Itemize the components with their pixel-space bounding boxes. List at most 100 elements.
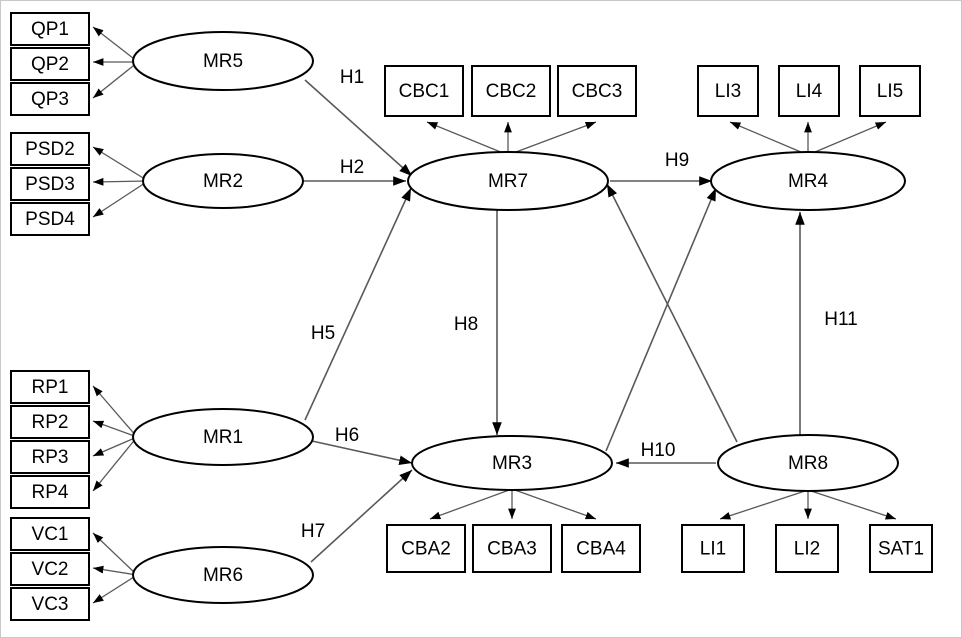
- latent-variable-mr3[interactable]: MR3: [411, 435, 613, 491]
- edge-h1-mr5-mr7: [304, 79, 413, 177]
- observed-variable-psd3[interactable]: PSD3: [10, 167, 90, 201]
- observed-variable-vc2[interactable]: VC2: [10, 552, 90, 586]
- observed-box-rp3[interactable]: [10, 440, 90, 474]
- latent-ellipse-mr6[interactable]: [132, 546, 314, 604]
- observed-variable-psd4[interactable]: PSD4: [10, 202, 90, 236]
- latent-variable-mr6[interactable]: MR6: [132, 546, 314, 604]
- edge-mr1-rp4: [92, 436, 138, 492]
- latent-label-mr1: MR1: [203, 427, 243, 448]
- path-label-h9: H9: [665, 150, 689, 171]
- observed-box-cbc3[interactable]: [557, 65, 637, 117]
- observed-box-li5[interactable]: [859, 65, 921, 117]
- latent-ellipse-mr5[interactable]: [132, 31, 314, 91]
- observed-box-rp2[interactable]: [10, 405, 90, 439]
- latent-variable-mr4[interactable]: MR4: [710, 151, 906, 211]
- observed-box-cba2[interactable]: [386, 524, 466, 573]
- latent-variable-mr5[interactable]: MR5: [132, 31, 314, 91]
- observed-label-psd4: PSD4: [25, 209, 75, 230]
- observed-variable-rp1[interactable]: RP1: [10, 370, 90, 404]
- edge-mr1-rp1: [92, 385, 138, 438]
- observed-variable-vc3[interactable]: VC3: [10, 587, 90, 621]
- latent-label-mr4: MR4: [788, 171, 829, 192]
- observed-variable-qp1[interactable]: QP1: [10, 12, 90, 46]
- observed-label-cba4: CBA4: [576, 539, 626, 560]
- edge-mr3-cba4: [511, 488, 597, 520]
- observed-variable-rp2[interactable]: RP2: [10, 405, 90, 439]
- latent-ellipse-mr7[interactable]: [407, 151, 609, 211]
- edge-mr7-cbc1: [426, 121, 509, 156]
- observed-variable-sat1[interactable]: SAT1: [869, 524, 933, 573]
- observed-box-rp1[interactable]: [10, 370, 90, 404]
- observed-box-cbc1[interactable]: [384, 65, 464, 117]
- latent-variable-mr2[interactable]: MR2: [142, 153, 304, 209]
- observed-label-li3: LI3: [715, 81, 741, 102]
- observed-variable-cbc1[interactable]: CBC1: [384, 65, 464, 117]
- observed-box-vc2[interactable]: [10, 552, 90, 586]
- latent-label-mr2: MR2: [203, 171, 243, 192]
- latent-ellipse-mr1[interactable]: [132, 408, 314, 466]
- observed-label-cba3: CBA3: [487, 539, 537, 560]
- observed-box-psd2[interactable]: [10, 132, 90, 166]
- observed-variable-rp4[interactable]: RP4: [10, 475, 90, 509]
- observed-variable-qp3[interactable]: QP3: [10, 82, 90, 116]
- observed-box-psd4[interactable]: [10, 202, 90, 236]
- observed-variable-cbc3[interactable]: CBC3: [557, 65, 637, 117]
- latent-variable-mr1[interactable]: MR1: [132, 408, 314, 466]
- path-label-h5: H5: [311, 323, 335, 344]
- observed-label-cba2: CBA2: [401, 539, 451, 560]
- path-label-h8: H8: [454, 314, 478, 335]
- latent-ellipse-mr2[interactable]: [142, 153, 304, 209]
- observed-label-li4: LI4: [796, 81, 823, 102]
- latent-ellipse-mr3[interactable]: [411, 435, 613, 491]
- observed-variable-li1[interactable]: LI1: [681, 524, 745, 573]
- observed-box-li1[interactable]: [681, 524, 745, 573]
- observed-box-rp4[interactable]: [10, 475, 90, 509]
- observed-label-vc3: VC3: [32, 594, 69, 615]
- edge-mr1-rp3: [92, 436, 138, 457]
- observed-box-li4[interactable]: [778, 65, 840, 117]
- observed-label-li1: LI1: [700, 539, 726, 560]
- observed-box-sat1[interactable]: [869, 524, 933, 573]
- observed-variable-li5[interactable]: LI5: [859, 65, 921, 117]
- observed-label-psd2: PSD2: [25, 139, 75, 160]
- latent-label-mr8: MR8: [788, 453, 828, 474]
- edge-h5-mr1-mr7: [304, 187, 412, 421]
- latent-ellipse-mr8[interactable]: [717, 434, 899, 492]
- observed-variable-psd2[interactable]: PSD2: [10, 132, 90, 166]
- observed-box-qp2[interactable]: [10, 47, 90, 81]
- observed-label-cbc3: CBC3: [572, 81, 623, 102]
- observed-label-rp2: RP2: [32, 412, 69, 433]
- observed-box-cbc2[interactable]: [471, 65, 551, 117]
- observed-box-li2[interactable]: [775, 524, 839, 573]
- observed-variable-cbc2[interactable]: CBC2: [471, 65, 551, 117]
- observed-variable-rp3[interactable]: RP3: [10, 440, 90, 474]
- observed-box-cba3[interactable]: [472, 524, 552, 573]
- latent-variable-mr8[interactable]: MR8: [717, 434, 899, 492]
- observed-box-qp1[interactable]: [10, 12, 90, 46]
- observed-variable-cba4[interactable]: CBA4: [561, 524, 641, 573]
- path-label-h2: H2: [340, 157, 364, 178]
- observed-box-cba4[interactable]: [561, 524, 641, 573]
- observed-label-qp3: QP3: [31, 89, 69, 110]
- observed-variable-vc1[interactable]: VC1: [10, 517, 90, 551]
- latent-ellipse-mr4[interactable]: [710, 151, 906, 211]
- observed-label-vc2: VC2: [32, 559, 69, 580]
- observed-variable-cba3[interactable]: CBA3: [472, 524, 552, 573]
- observed-box-li3[interactable]: [697, 65, 759, 117]
- observed-variable-li4[interactable]: LI4: [778, 65, 840, 117]
- edge-mr4-li5: [807, 121, 887, 156]
- observed-box-vc3[interactable]: [10, 587, 90, 621]
- observed-variable-li2[interactable]: LI2: [775, 524, 839, 573]
- observed-label-qp1: QP1: [31, 19, 69, 40]
- observed-variable-li3[interactable]: LI3: [697, 65, 759, 117]
- observed-box-psd3[interactable]: [10, 167, 90, 201]
- observed-variable-qp2[interactable]: QP2: [10, 47, 90, 81]
- path-label-h7: H7: [301, 521, 325, 542]
- observed-label-sat1: SAT1: [878, 539, 924, 560]
- observed-box-qp3[interactable]: [10, 82, 90, 116]
- edge-mr1-rp2: [92, 420, 138, 438]
- observed-box-vc1[interactable]: [10, 517, 90, 551]
- observed-variable-cba2[interactable]: CBA2: [386, 524, 466, 573]
- observed-variables-layer: QP1QP2QP3PSD2PSD3PSD4RP1RP2RP3RP4VC1VC2V…: [10, 12, 933, 621]
- latent-variable-mr7[interactable]: MR7: [407, 151, 609, 211]
